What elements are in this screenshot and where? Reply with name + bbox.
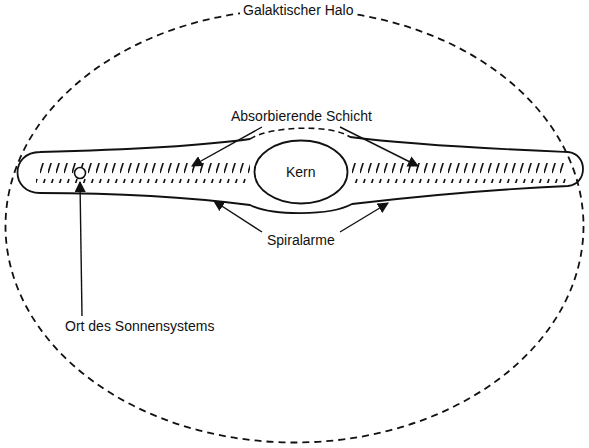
arms-label: Spiralarme: [265, 232, 337, 248]
halo-label: Galaktischer Halo: [240, 2, 357, 18]
halo-ellipse: Galaktischer HaloKern: [4, 8, 585, 444]
sun-label: Ort des Sonnensystems: [63, 318, 216, 334]
layer-label: Absorbierende Schicht: [229, 108, 374, 124]
core-label: Kern: [286, 164, 316, 180]
halo-ellipse-outline: [4, 8, 585, 444]
core-ellipse: Kern: [253, 139, 349, 205]
